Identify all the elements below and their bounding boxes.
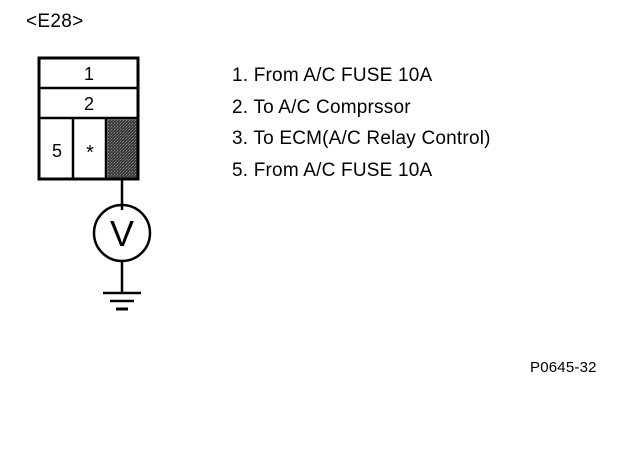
voltmeter-symbol: V [110,213,134,254]
legend-item-2: 2. To A/C Comprssor [232,96,411,118]
legend-item-5: 5. From A/C FUSE 10A [232,159,433,181]
figure-code: P0645-32 [530,359,597,376]
connector-title: <E28> [26,11,84,32]
ground-icon [103,291,141,311]
pin-5-label: 5 [52,141,62,161]
legend-item-1: 1. From A/C FUSE 10A [232,65,433,86]
pin-star-label: * [86,142,94,164]
pin-1-label: 1 [84,64,94,84]
pin-3-shaded [107,119,137,178]
pin-2-label: 2 [84,94,94,114]
legend-item-3: 3. To ECM(A/C Relay Control) [232,128,491,149]
pin-legend: 1. From A/C FUSE 10A 2. To A/C Comprssor… [232,60,491,186]
